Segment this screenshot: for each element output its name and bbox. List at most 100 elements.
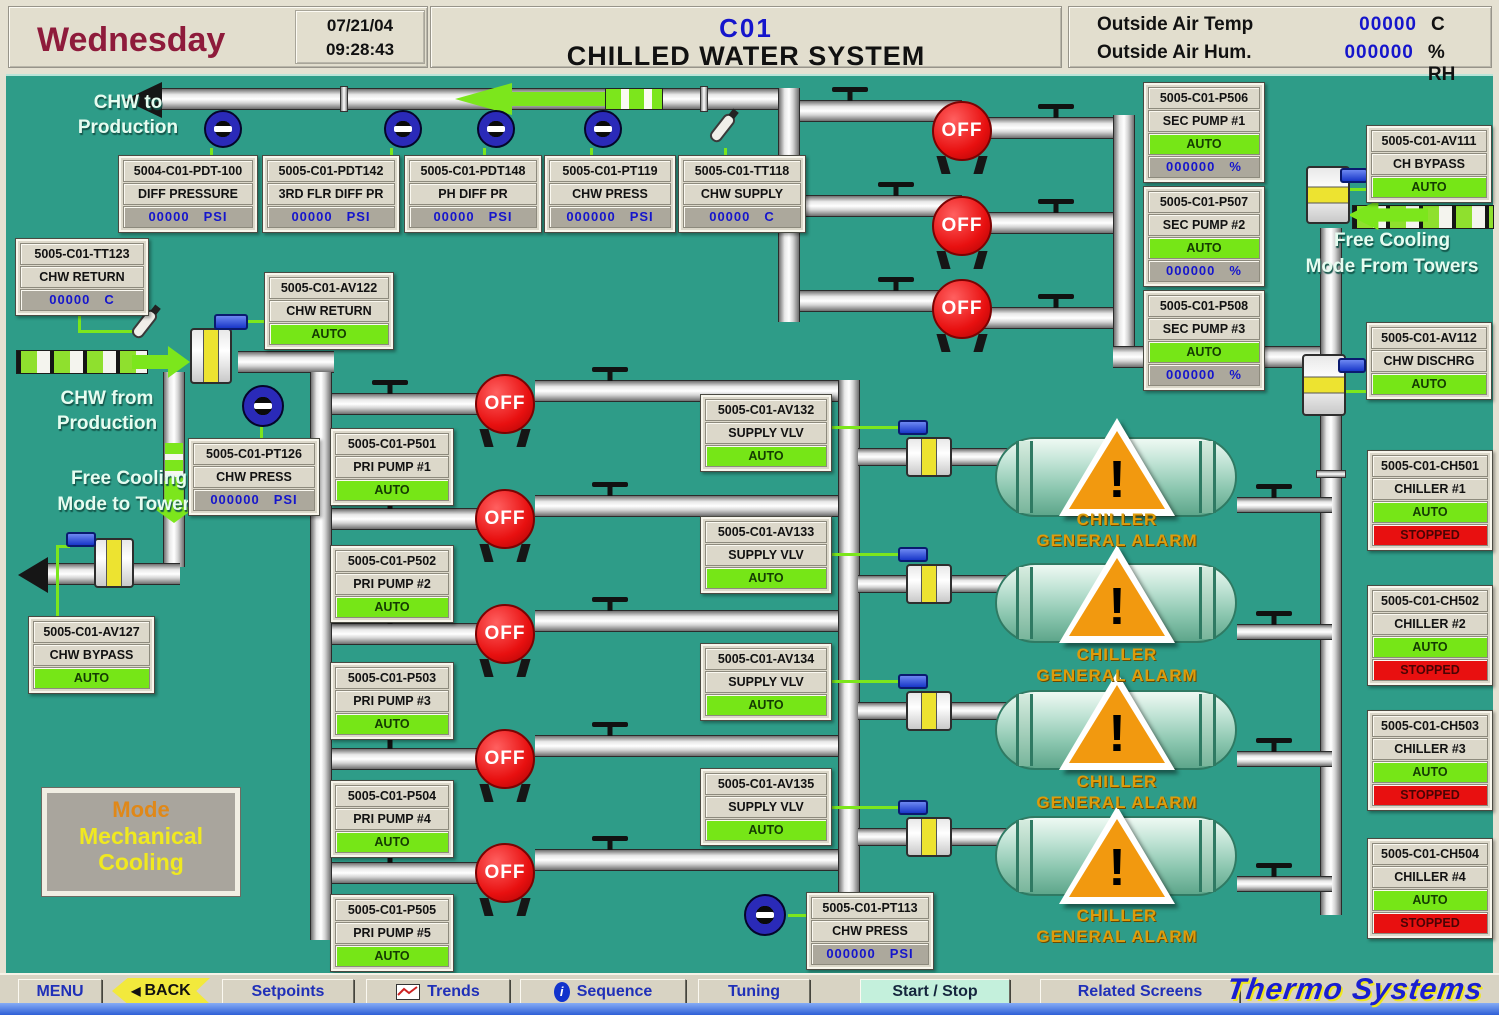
pipe-pri3-discharge — [535, 610, 860, 632]
pipe-chiller3-outlet — [1237, 751, 1332, 767]
sec-pump-1[interactable]: OFF — [932, 101, 992, 161]
auto-status[interactable]: AUTO — [1372, 761, 1488, 783]
sequence-button[interactable]: i Sequence — [520, 979, 686, 1004]
outside-hum-label: Outside Air Hum. — [1097, 42, 1252, 63]
trends-button[interactable]: Trends — [366, 979, 510, 1004]
valve-supply-av132[interactable] — [906, 437, 952, 477]
pipe-pri4-suction — [332, 748, 482, 770]
pipe-sec-discharge-header — [1113, 115, 1135, 368]
auto-status[interactable]: AUTO — [335, 479, 449, 501]
pri-pump-1[interactable]: OFF — [475, 374, 535, 434]
info-icon: i — [553, 981, 570, 1002]
auto-status[interactable]: AUTO — [335, 596, 449, 618]
gate-valve-icon — [1038, 294, 1074, 308]
outside-hum-unit: % RH — [1427, 42, 1456, 85]
auto-status[interactable]: AUTO — [1148, 237, 1260, 259]
auto-status[interactable]: AUTO — [705, 445, 827, 467]
note-chw-from-production-2: Production — [56, 413, 158, 434]
auto-status[interactable]: AUTO — [1148, 133, 1260, 155]
pri-pump-4[interactable]: OFF — [475, 729, 535, 789]
valve-actuator-icon — [1340, 168, 1368, 183]
valve-chw-return-av122[interactable] — [190, 328, 232, 384]
tag-label: 5005-C01-AV111 — [1371, 130, 1487, 152]
back-button[interactable]: ◀BACK — [112, 978, 210, 1004]
valve-supply-av133[interactable] — [906, 564, 952, 604]
pump-status-label: OFF — [484, 748, 526, 769]
valve-box-av127: 5005-C01-AV127 CHW BYPASS AUTO — [28, 616, 155, 694]
cooling-mode-indicator: Mode Mechanical Cooling — [41, 787, 241, 897]
signal-wire — [1350, 188, 1366, 191]
exclamation-mark: ! — [1108, 451, 1126, 509]
pipe-pri2-suction — [332, 508, 482, 530]
outside-temp-value: 00000 — [1359, 14, 1417, 35]
pri-pump4-box: 5005-C01-P504 PRI PUMP #4 AUTO — [330, 780, 454, 858]
valve-box-av111: 5005-C01-AV111 CH BYPASS AUTO — [1366, 125, 1492, 203]
valve-chw-dischrg-av112[interactable] — [1302, 354, 1346, 416]
tag-label: 5005-C01-AV122 — [269, 277, 389, 299]
pri-pump-5[interactable]: OFF — [475, 843, 535, 903]
pipe-chiller4-outlet — [1237, 876, 1332, 892]
pressure-transmitter-icon — [384, 110, 422, 148]
unit: PSI — [203, 209, 228, 224]
pipe-chiller1-outlet — [1237, 497, 1332, 513]
related-screens-button[interactable]: Related Screens — [1040, 979, 1240, 1004]
exclamation-mark: ! — [1108, 578, 1126, 636]
auto-status[interactable]: AUTO — [335, 713, 449, 735]
note-free-cooling-from-1: Free Cooling — [1333, 230, 1451, 251]
valve-actuator-icon — [898, 420, 928, 435]
auto-status[interactable]: AUTO — [1148, 341, 1260, 363]
pri-pump5-box: 5005-C01-P505 PRI PUMP #5 AUTO — [330, 894, 454, 972]
tag-label: 5005-C01-PT113 — [811, 897, 929, 919]
tag-label: 5005-C01-AV133 — [705, 521, 827, 543]
pri-pump-3[interactable]: OFF — [475, 604, 535, 664]
auto-status[interactable]: AUTO — [1372, 636, 1488, 658]
signal-wire — [1344, 390, 1366, 393]
valve-actuator-icon — [1338, 358, 1366, 373]
related-screens-label: Related Screens — [1077, 982, 1203, 1000]
sec-pump-3[interactable]: OFF — [932, 279, 992, 339]
auto-status[interactable]: AUTO — [705, 567, 827, 589]
pri-pump2-box: 5005-C01-P502 PRI PUMP #2 AUTO — [330, 545, 454, 623]
value: 000000 — [1166, 367, 1216, 382]
name-label: PRI PUMP #2 — [335, 573, 449, 595]
tag-label: 5005-C01-TT123 — [20, 243, 144, 265]
valve-supply-av134[interactable] — [906, 691, 952, 731]
start-stop-button[interactable]: Start / Stop — [860, 979, 1010, 1004]
run-status: STOPPED — [1372, 784, 1488, 806]
auto-status[interactable]: AUTO — [1371, 176, 1487, 198]
auto-status[interactable]: AUTO — [1372, 501, 1488, 523]
valve-actuator-icon — [898, 547, 928, 562]
pri-pump1-box: 5005-C01-P501 PRI PUMP #1 AUTO — [330, 428, 454, 506]
auto-status[interactable]: AUTO — [705, 819, 827, 841]
pipe-sec1-suction — [800, 100, 962, 122]
pipe-sec2-discharge — [975, 212, 1135, 234]
setpoints-button[interactable]: Setpoints — [222, 979, 354, 1004]
exclamation-mark: ! — [1108, 839, 1126, 897]
chiller2-alarm-line1: CHILLER — [1076, 645, 1158, 664]
auto-status[interactable]: AUTO — [1371, 373, 1487, 395]
auto-status[interactable]: AUTO — [269, 323, 389, 345]
sec-pump-2[interactable]: OFF — [932, 196, 992, 256]
name-label: PRI PUMP #3 — [335, 690, 449, 712]
signal-wire — [78, 308, 81, 333]
valve-chw-bypass-av127[interactable] — [94, 538, 134, 588]
pri-pump-2[interactable]: OFF — [475, 489, 535, 549]
tuning-button[interactable]: Tuning — [698, 979, 810, 1004]
pipe-chiller2-outlet — [1237, 624, 1332, 640]
valve-supply-av135[interactable] — [906, 817, 952, 857]
day-of-week: Wednesday — [37, 21, 226, 59]
signal-wire — [483, 148, 486, 157]
auto-status[interactable]: AUTO — [335, 945, 449, 967]
auto-status[interactable]: AUTO — [335, 831, 449, 853]
menu-button[interactable]: MENU — [18, 979, 102, 1004]
valve-actuator-icon — [214, 314, 248, 330]
pump-status-label: OFF — [484, 393, 526, 414]
auto-status[interactable]: AUTO — [705, 694, 827, 716]
unit: PSI — [488, 209, 513, 224]
auto-status[interactable]: AUTO — [1372, 889, 1488, 911]
auto-status[interactable]: AUTO — [33, 667, 150, 689]
